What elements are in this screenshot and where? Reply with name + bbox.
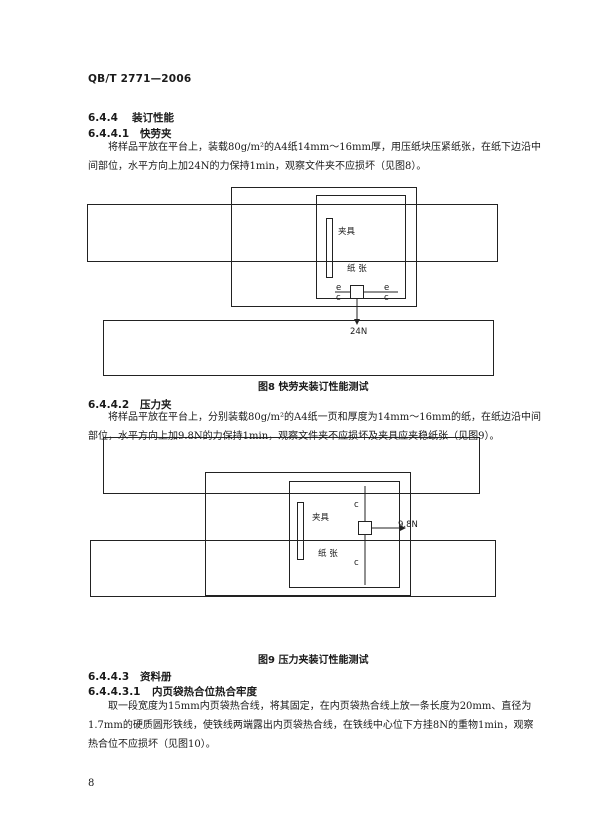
paper-stack bbox=[289, 481, 400, 588]
paragraph-6-4-4-2: 将样品平放在平台上，分别装载80g/m²的A4纸一页和厚度为14mm～16mm的… bbox=[88, 408, 541, 446]
folder-outline bbox=[231, 187, 417, 307]
section-title: 装订性能 bbox=[132, 112, 174, 124]
pull-block bbox=[350, 285, 364, 299]
pull-block bbox=[358, 521, 372, 535]
platform-band-bottom bbox=[90, 540, 496, 597]
curl-mark: e bbox=[384, 283, 390, 293]
force-label: 24N bbox=[350, 327, 368, 337]
standard-id: QB/T 2771—2006 bbox=[88, 73, 192, 85]
paper-label: 纸 张 bbox=[347, 264, 367, 274]
clip-label: 夹具 bbox=[338, 227, 356, 237]
curl-mark: c bbox=[384, 293, 389, 303]
section-title: 压力夹 bbox=[140, 399, 172, 411]
section-6-4-4-2: 6.4.4.2 压力夹 bbox=[88, 397, 172, 412]
paper-label: 纸 张 bbox=[318, 549, 338, 559]
clip-bar bbox=[297, 502, 304, 560]
platform-band-bottom bbox=[103, 320, 494, 376]
section-title: 内页袋热合位热合牢度 bbox=[152, 686, 257, 698]
figure-9-caption: 图9 压力夹装订性能测试 bbox=[258, 655, 369, 666]
platform-band-top bbox=[103, 437, 480, 494]
clip-bar bbox=[326, 218, 333, 278]
section-title: 快劳夹 bbox=[140, 128, 172, 140]
paragraph-6-4-4-1: 将样品平放在平台上，装载80g/m²的A4纸14mm～16mm厚，用压纸块压紧纸… bbox=[88, 138, 541, 176]
page-number: 8 bbox=[88, 778, 95, 789]
section-number: 6.4.4.2 bbox=[88, 399, 130, 411]
section-title: 资料册 bbox=[140, 671, 172, 683]
section-number: 6.4.4.1 bbox=[88, 128, 130, 140]
curl-mark: e bbox=[336, 283, 342, 293]
clip-label: 夹具 bbox=[312, 513, 330, 523]
section-6-4-4-1: 6.4.4.1 快劳夹 bbox=[88, 126, 172, 141]
para-line: 热合位不应损坏（见图10）。 bbox=[88, 739, 216, 750]
section-number: 6.4.4.3 bbox=[88, 671, 130, 683]
folder-outline bbox=[205, 472, 411, 596]
para-line: 间部位，水平方向上加24N的力保持1min，观察文件夹不应损坏（见图8）。 bbox=[88, 161, 427, 172]
section-6-4-4: 6.4.4 装订性能 bbox=[88, 110, 174, 125]
platform-band-top bbox=[87, 204, 498, 262]
para-line: 将样品平放在平台上，分别装载80g/m²的A4纸一页和厚度为14mm～16mm的… bbox=[108, 412, 541, 423]
curl-mark: c bbox=[354, 500, 359, 510]
para-line: 1.7mm的硬质圆形铁线，使铁线两端露出内页袋热合线，在铁线中心位下方挂8N的重… bbox=[88, 720, 534, 731]
force-label: 9.8N bbox=[398, 520, 418, 530]
section-6-4-4-3: 6.4.4.3 资料册 bbox=[88, 669, 172, 684]
paragraph-6-4-4-3-1: 取一段宽度为15mm内页袋热合线，将其固定，在内页袋热合线上放一条长度为20mm… bbox=[88, 697, 533, 754]
section-number: 6.4.4 bbox=[88, 112, 118, 124]
section-number: 6.4.4.3.1 bbox=[88, 686, 141, 698]
para-line: 取一段宽度为15mm内页袋热合线，将其固定，在内页袋热合线上放一条长度为20mm… bbox=[108, 701, 532, 712]
curl-mark: c bbox=[336, 293, 341, 303]
para-line: 将样品平放在平台上，装载80g/m²的A4纸14mm～16mm厚，用压纸块压紧纸… bbox=[108, 142, 541, 153]
curl-mark: c bbox=[354, 558, 359, 568]
section-6-4-4-3-1: 6.4.4.3.1 内页袋热合位热合牢度 bbox=[88, 684, 257, 699]
para-line: 部位，水平方向上加9.8N的力保持1min，观察文件夹不应损坏及夹具应夹稳纸张（… bbox=[88, 431, 500, 442]
figure-8-caption: 图8 快劳夹装订性能测试 bbox=[258, 382, 369, 393]
